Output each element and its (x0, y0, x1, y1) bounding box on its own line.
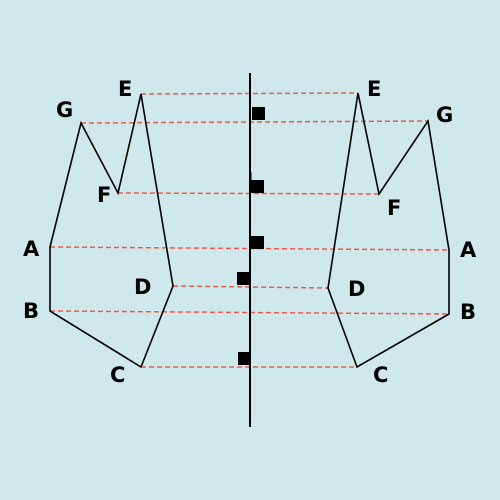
connector-F (117, 192, 380, 195)
right-angle-marker-F (251, 180, 264, 193)
right-angle-marker-A (251, 236, 264, 249)
label-left-E: E (118, 77, 132, 101)
right-angle-marker-C (238, 352, 251, 365)
connector-B (49, 310, 450, 315)
label-right-A: A (460, 238, 477, 262)
left-polygon (49, 93, 174, 369)
label-left-D: D (134, 275, 151, 299)
label-right-C: C (373, 363, 388, 387)
label-right-D: D (348, 277, 365, 301)
right-labels: E G F A D B C (348, 77, 477, 387)
right-gf-thin-edge (378, 120, 429, 195)
left-labels: G E F A D B C (23, 77, 151, 387)
label-left-G: G (56, 98, 73, 122)
right-angle-markers (237, 107, 265, 365)
right-angle-marker-G (252, 107, 265, 120)
label-left-C: C (110, 363, 125, 387)
label-left-F: F (97, 183, 111, 207)
connector-lines (49, 92, 450, 368)
label-right-E: E (367, 77, 381, 101)
connector-D (172, 285, 329, 289)
label-right-B: B (460, 300, 476, 324)
label-right-F: F (387, 196, 401, 220)
connector-A (49, 246, 450, 251)
label-left-A: A (23, 237, 40, 261)
connector-G (80, 120, 429, 124)
label-left-B: B (23, 299, 39, 323)
label-right-G: G (436, 103, 453, 127)
right-angle-marker-D (237, 272, 250, 285)
